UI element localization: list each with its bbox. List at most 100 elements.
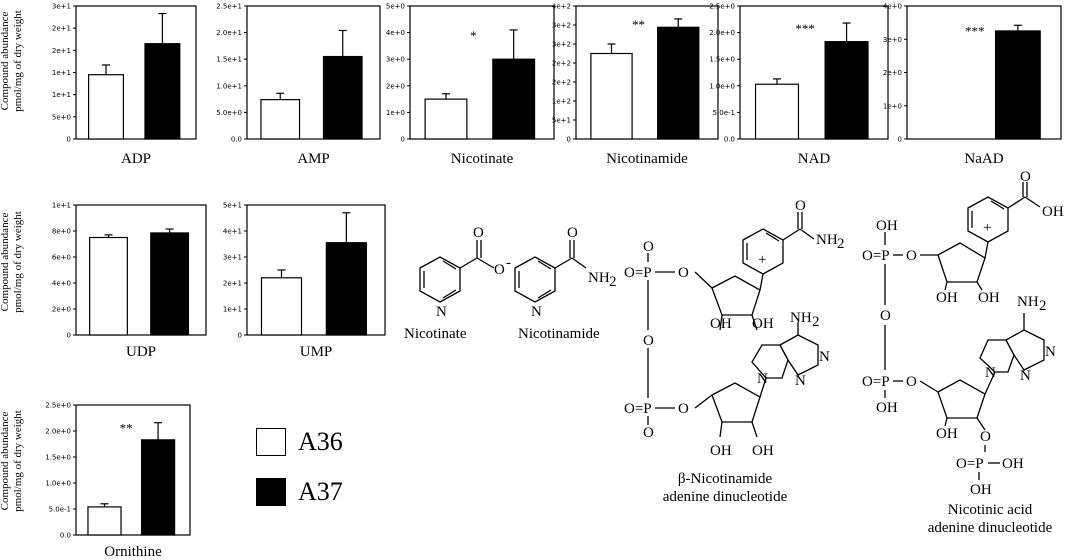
nad-p-eq-o-1: O=P <box>624 265 652 281</box>
y-tick-label: 2.0e+1 <box>216 29 242 37</box>
nad-label-line2: adenine dinucleotide <box>662 489 788 505</box>
nad-oh-atom-3: OH <box>710 443 732 459</box>
plot-frame <box>739 5 889 140</box>
nad-adenine-nh: NH <box>790 310 812 326</box>
y-tick-label: 3e+2 <box>552 22 571 30</box>
nad-p-eq-o-2: O=P <box>624 401 652 417</box>
nad-label-line1: β-Nicotinamide <box>677 471 773 487</box>
naad-o-link-2: O <box>906 374 917 390</box>
y-tick-label: 1e+2 <box>552 98 571 106</box>
y-tick-label: 1.0e+1 <box>216 82 242 90</box>
plot-frame <box>409 5 555 140</box>
nad-oh-atom-4: OH <box>752 443 774 459</box>
bar-a37 <box>140 439 176 536</box>
naad-o-link-1: O <box>906 248 917 264</box>
naad-adenine-n3: N <box>1020 368 1031 384</box>
y-tick-label: 1.5e+0 <box>45 454 71 462</box>
nad-oh-atom-1: OH <box>710 316 732 332</box>
y-tick-label: 2.5e+0 <box>45 402 71 410</box>
y-tick-label: 1e+1 <box>223 306 242 314</box>
naad-structure: O OH + OH OH O O=P OH O O=P O OH OH O O=… <box>862 169 1064 498</box>
naad-p-eq-o-3: O=P <box>956 456 984 472</box>
nad-nh-atom: NH <box>816 232 838 248</box>
legend-label-a36: A36 <box>298 427 343 456</box>
bar-a36 <box>87 506 122 536</box>
y-tick-label: 5.0e-1 <box>49 506 71 514</box>
nicotinamide-o-atom: O <box>567 225 578 241</box>
naad-adenine-n9: N <box>985 365 996 381</box>
chart-title: NaAD <box>964 151 1003 167</box>
nicotinate-charge: - <box>506 255 511 271</box>
plot-frame <box>75 404 191 536</box>
y-tick-label: 3e+0 <box>883 36 902 44</box>
nad-oh-atom-2: OH <box>752 316 774 332</box>
nad-sub2: 2 <box>837 236 845 252</box>
y-tick-label: 8e+0 <box>52 228 71 236</box>
naad-oh-p-1: OH <box>876 218 898 234</box>
naad-oh-atom-1: OH <box>936 290 958 306</box>
naad-o-bridge: O <box>880 308 891 324</box>
y-tick-label: 0.0 <box>60 532 71 540</box>
nad-o-atom: O <box>795 198 806 214</box>
nicotinate-o-atom: O <box>473 225 484 241</box>
nicotinamide-sub2: 2 <box>609 274 617 290</box>
bar-a36 <box>590 52 633 140</box>
y-tick-label: 1e+1 <box>52 91 71 99</box>
y-tick-label: 4e+1 <box>223 228 242 236</box>
y-tick-label: 2e+2 <box>552 60 571 68</box>
y-tick-label: 2.0e+0 <box>709 29 735 37</box>
significance-marker: * <box>470 28 477 43</box>
y-tick-label: 5.0e+0 <box>216 109 242 117</box>
significance-marker: ** <box>632 17 645 32</box>
chart-title: NAD <box>798 151 831 167</box>
y-tick-label: 1.5e+1 <box>216 56 242 64</box>
y-tick-label: 1e+1 <box>52 69 71 77</box>
naad-o-2prime: O <box>980 429 991 445</box>
nicotinamide-n-atom: N <box>531 304 542 320</box>
y-tick-label: 2e+0 <box>52 306 71 314</box>
nicotinamide-label: Nicotinamide <box>518 326 600 342</box>
y-tick-label: 0.0 <box>724 136 735 144</box>
y-tick-label: 6e+0 <box>52 254 71 262</box>
y-tick-label: 2.5e+1 <box>216 3 242 11</box>
nicotinate-structure: O O - N <box>419 225 511 320</box>
y-tick-label: 1.5e+0 <box>709 56 735 64</box>
y-tick-label: 4e+2 <box>552 3 571 11</box>
y-tick-label: 3e+2 <box>552 41 571 49</box>
nad-label: β-Nicotinamide adenine dinucleotide <box>637 470 813 506</box>
plot-frame <box>575 5 719 140</box>
y-tick-label: 5e+0 <box>386 3 405 11</box>
y-tick-label: 0 <box>401 136 405 144</box>
nad-adenine-n3: N <box>795 373 806 389</box>
legend-swatch-a37 <box>256 478 286 506</box>
significance-marker: ** <box>120 421 133 436</box>
plot-frame <box>75 204 207 336</box>
y-tick-label: 3e+1 <box>52 3 71 11</box>
plot-frame <box>246 204 386 336</box>
y-tick-label: 2e+0 <box>386 82 405 90</box>
bar-a36 <box>87 74 124 140</box>
y-tick-label: 4e+0 <box>52 280 71 288</box>
naad-adenine-nh: NH <box>1017 294 1039 310</box>
y-tick-label: 5.0e-1 <box>713 109 735 117</box>
y-tick-label: 2.5e+0 <box>709 3 735 11</box>
bar-a36 <box>260 277 303 336</box>
y-tick-label: 5e+1 <box>552 117 571 125</box>
significance-marker: *** <box>795 21 815 36</box>
y-tick-label: 1.0e+0 <box>45 480 71 488</box>
naad-oh-p-2: OH <box>876 400 898 416</box>
y-tick-label: 5e+0 <box>52 113 71 121</box>
chart-title: Nicotinate <box>451 151 514 167</box>
y-tick-label: 2e+1 <box>52 47 71 55</box>
y-tick-label: 0.0 <box>231 136 242 144</box>
bar-a36 <box>754 83 800 140</box>
y-tick-label: 0 <box>567 136 571 144</box>
naad-label-line1: Nicotinic acid <box>947 502 1033 518</box>
nad-adenine-n1: N <box>819 349 830 365</box>
y-tick-label: 3e+0 <box>386 56 405 64</box>
chart-title: ADP <box>121 151 151 167</box>
naad-o-atom: O <box>1020 169 1031 185</box>
bar-a36 <box>89 236 128 336</box>
naad-label: Nicotinic acid adenine dinucleotide <box>902 501 1072 537</box>
